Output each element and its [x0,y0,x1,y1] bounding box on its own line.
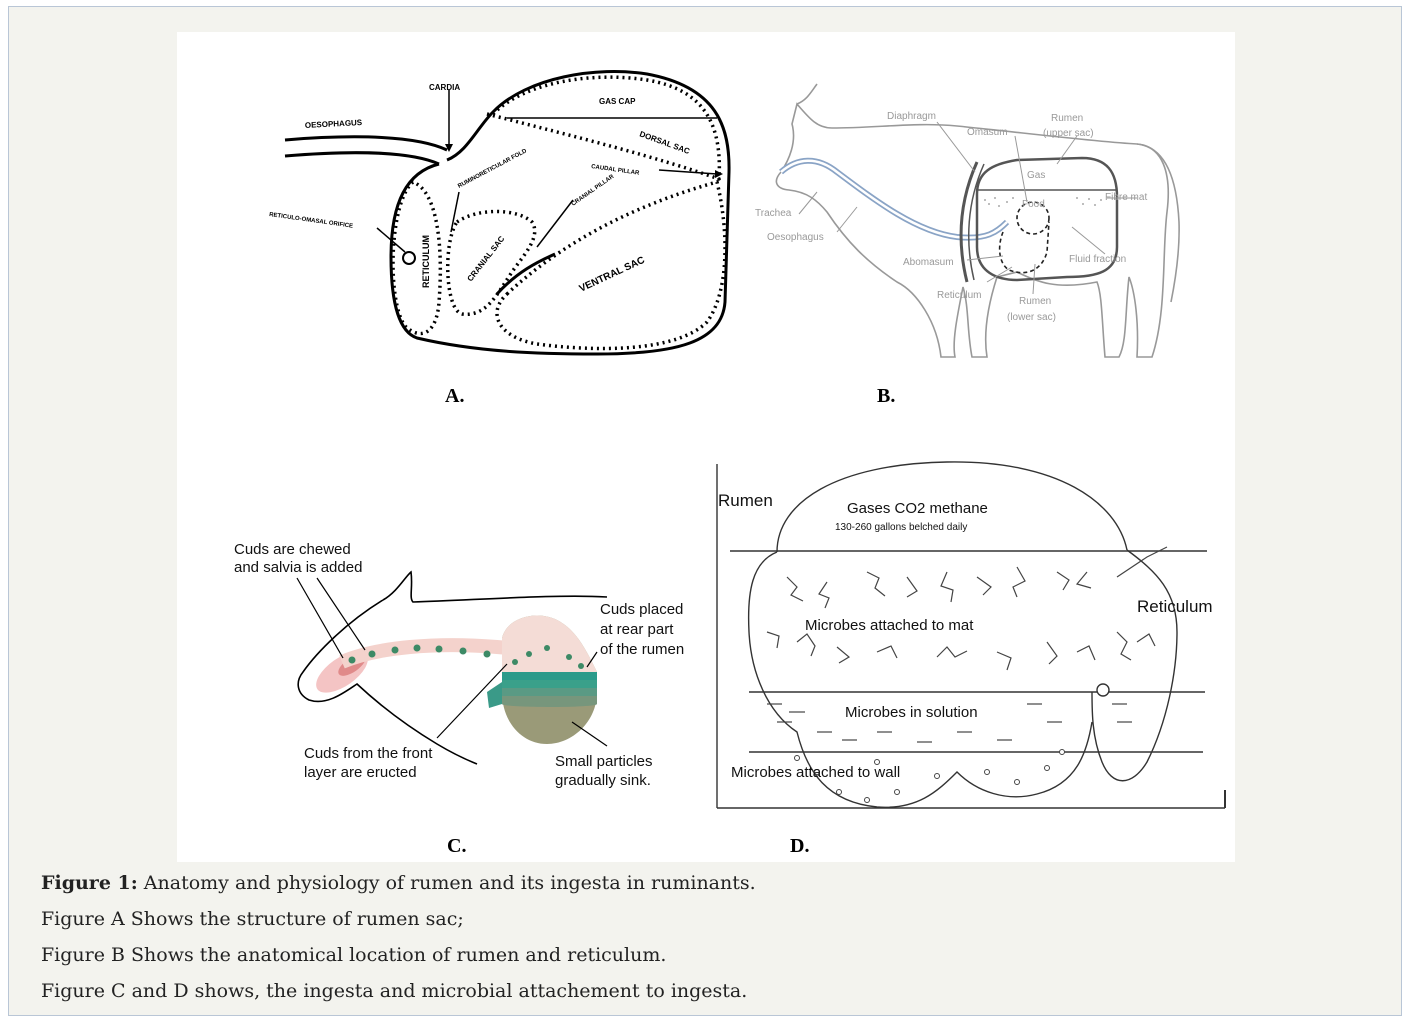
label-gas-cap: GAS CAP [599,97,636,106]
label-cuds-front: Cuds from the front [304,745,433,762]
label-gases: Gases CO2 methane [847,500,988,517]
figure-image: OESOPHAGUS CARDIA GAS CAP DORSAL SAC RUM… [177,32,1235,862]
panel-a-stomach-diagram: OESOPHAGUS CARDIA GAS CAP DORSAL SAC RUM… [269,72,729,407]
label-fibre-mat: Fibre mat [1105,192,1147,203]
label-cuds-placed: Cuds placed [600,601,683,618]
label-rumen-upper: Rumen [1051,113,1083,124]
caption-figure-label: Figure 1: [41,872,138,894]
label-microbes-mat: Microbes attached to mat [805,617,974,634]
caption-line-3: Figure B Shows the anatomical location o… [41,944,666,966]
label-reticulo-omasal-orifice: RETICULO-OMASAL ORIFICE [269,212,354,230]
panel-b-letter: B. [877,385,895,407]
label-eructed: layer are eructed [304,764,417,781]
label-rumen-upper-sac: (upper sac) [1043,128,1094,139]
label-omasum: Omasum [967,127,1008,138]
label-cranial-sac: CRANIAL SAC [465,234,506,283]
label-ruminoreticular-fold: RUMINORETICULAR FOLD [457,148,528,190]
label-gallons: 130-260 gallons belched daily [835,522,967,533]
label-microbes-solution: Microbes in solution [845,704,978,721]
label-rumen-lower-sac: (lower sac) [1007,312,1056,323]
label-microbes-wall: Microbes attached to wall [731,764,900,781]
label-small-particles: Small particles [555,753,653,770]
label-cranial-pillar: CRANIAL PILLAR [571,174,616,208]
label-rumen-lower: Rumen [1019,296,1051,307]
caption-title: Figure 1: Anatomy and physiology of rume… [41,872,756,894]
label-oesophagus-b: Oesophagus [767,232,824,243]
label-abomasum: Abomasum [903,257,954,268]
label-oesophagus: OESOPHAGUS [305,118,363,130]
label-diaphragm: Diaphragm [887,111,936,122]
label-fluid-fraction: Fluid fraction [1069,254,1126,265]
label-gas: Gas [1027,170,1045,181]
label-trachea: Trachea [755,208,792,219]
panel-a-letter: A. [445,385,464,407]
label-cuds-chewed: Cuds are chewed [234,541,351,558]
panel-b-labels: Diaphragm Omasum Rumen (upper sac) Gas F… [755,111,1147,323]
label-of-rumen: of the rumen [600,641,684,658]
label-ventral-sac: VENTRAL SAC [578,255,647,295]
label-rumen-d: Rumen [718,491,773,510]
panel-d-labels: Rumen Gases CO2 methane 130-260 gallons … [718,491,1213,781]
caption-line-1: Anatomy and physiology of rumen and its … [138,872,756,894]
label-food: Food [1022,199,1045,210]
caption-line-4: Figure C and D shows, the ingesta and mi… [41,980,747,1002]
panel-c-cow-head-diagram: Cuds are chewed and salvia is added Cuds… [234,541,684,789]
panel-d-letter: D. [790,835,809,857]
label-cardia: CARDIA [429,83,460,92]
caption-line-2: Figure A Shows the structure of rumen sa… [41,908,464,930]
label-gradually-sink: gradually sink. [555,772,651,789]
label-reticulum: RETICULUM [421,235,431,288]
label-salvia-added: and salvia is added [234,559,362,576]
label-reticulum-b: Reticulum [937,290,981,301]
label-dorsal-sac: DORSAL SAC [638,129,691,156]
panel-c-letter: C. [447,835,466,857]
panel-b-internal [781,122,1137,294]
label-rear-part: at rear part [600,621,674,638]
label-reticulum-d: Reticulum [1137,597,1213,616]
label-caudal-pillar: CAUDAL PILLAR [591,164,641,177]
